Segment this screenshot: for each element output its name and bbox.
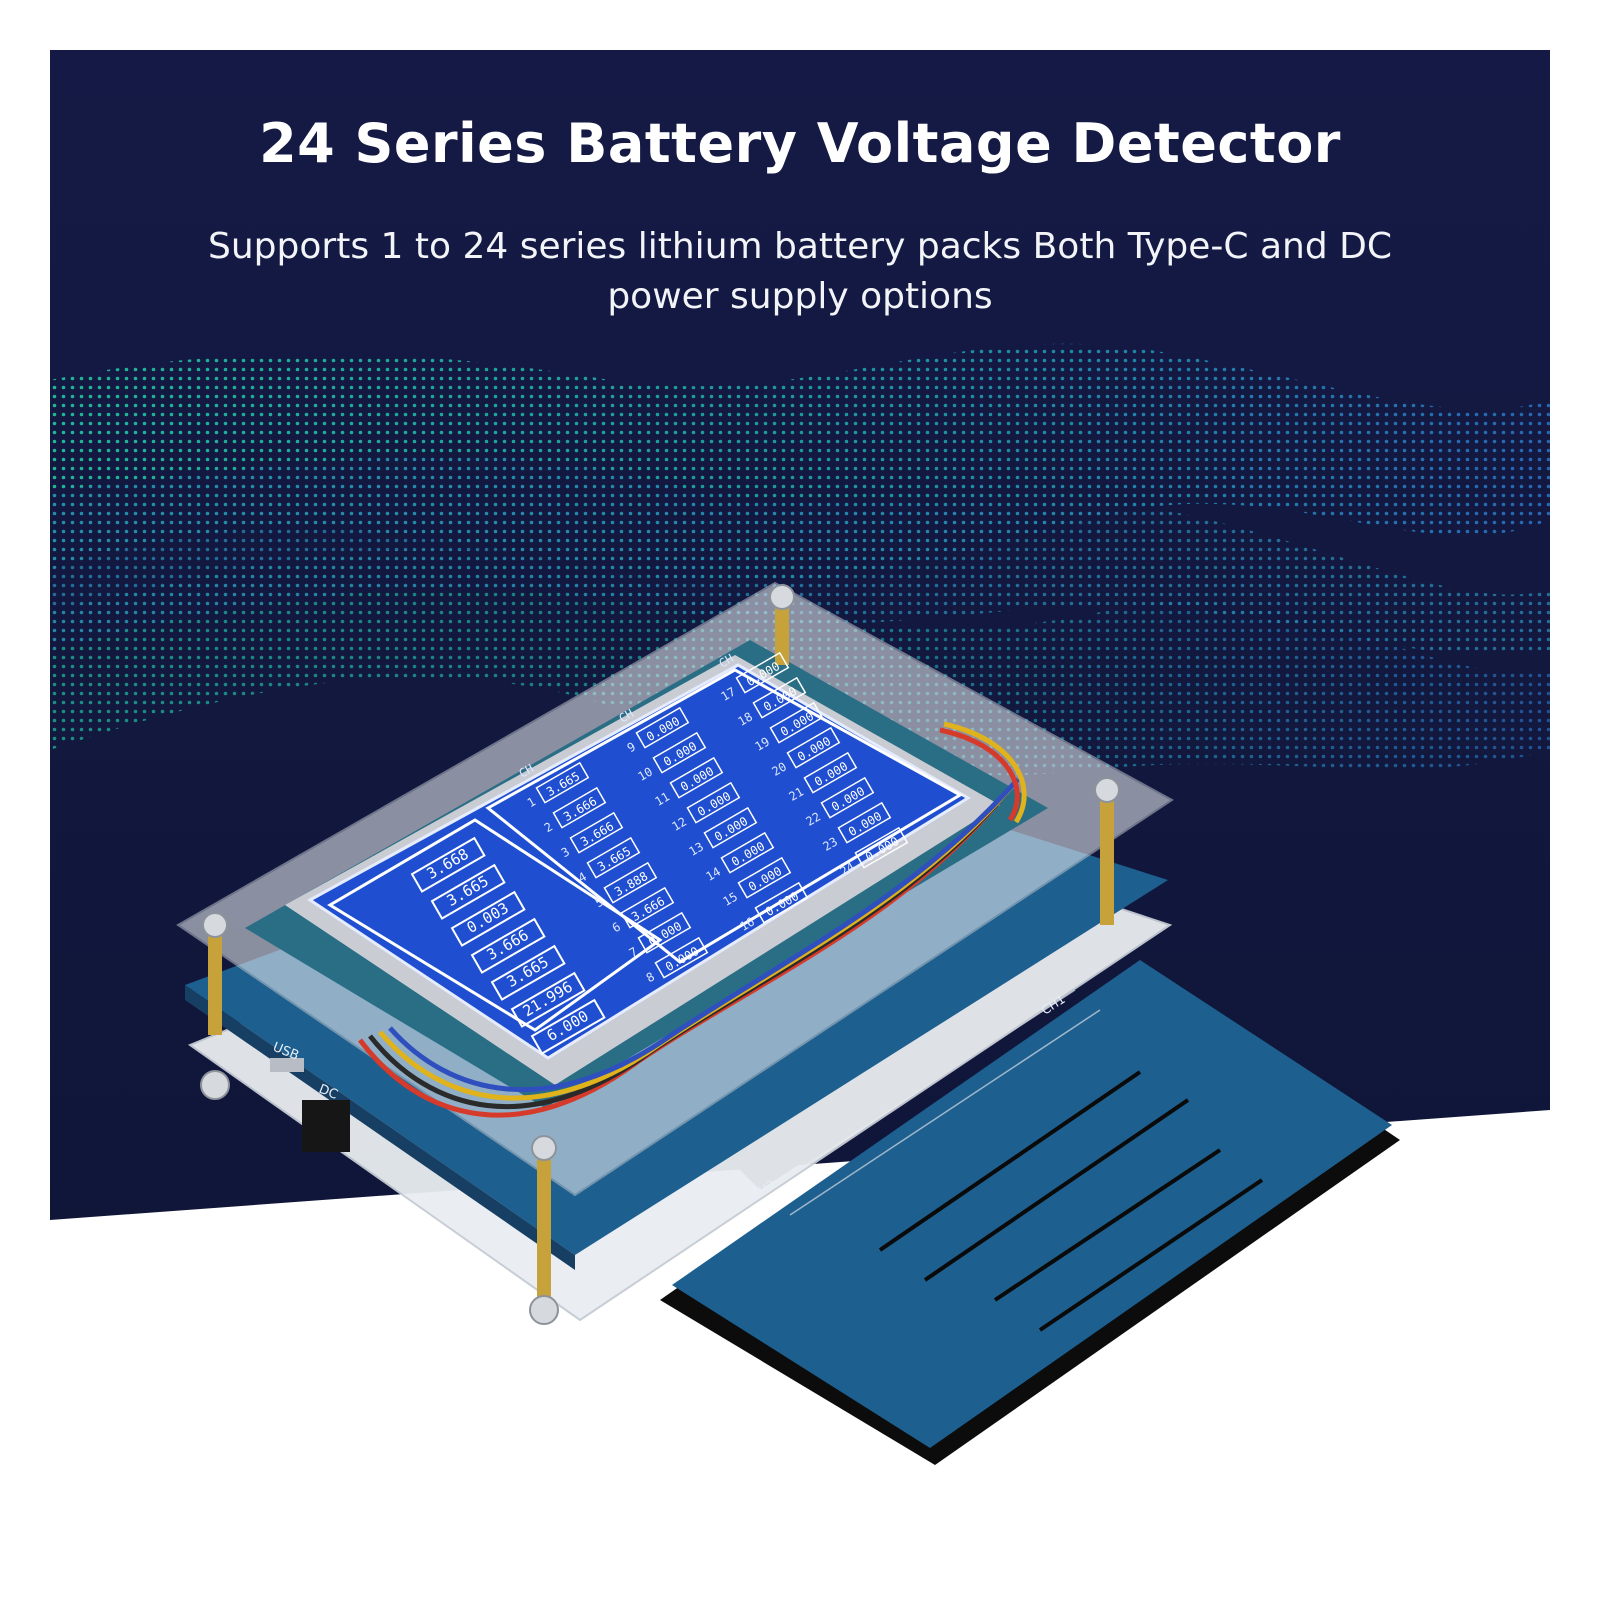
page-title: 24 Series Battery Voltage Detector (259, 112, 1341, 175)
subtitle-line-2: power supply options (607, 276, 993, 317)
subtitle-line-1: Supports 1 to 24 series lithium battery … (208, 226, 1392, 267)
hero-banner: 24 Series Battery Voltage Detector Suppo… (50, 50, 1550, 1260)
subtitle: Supports 1 to 24 series lithium battery … (200, 222, 1400, 322)
